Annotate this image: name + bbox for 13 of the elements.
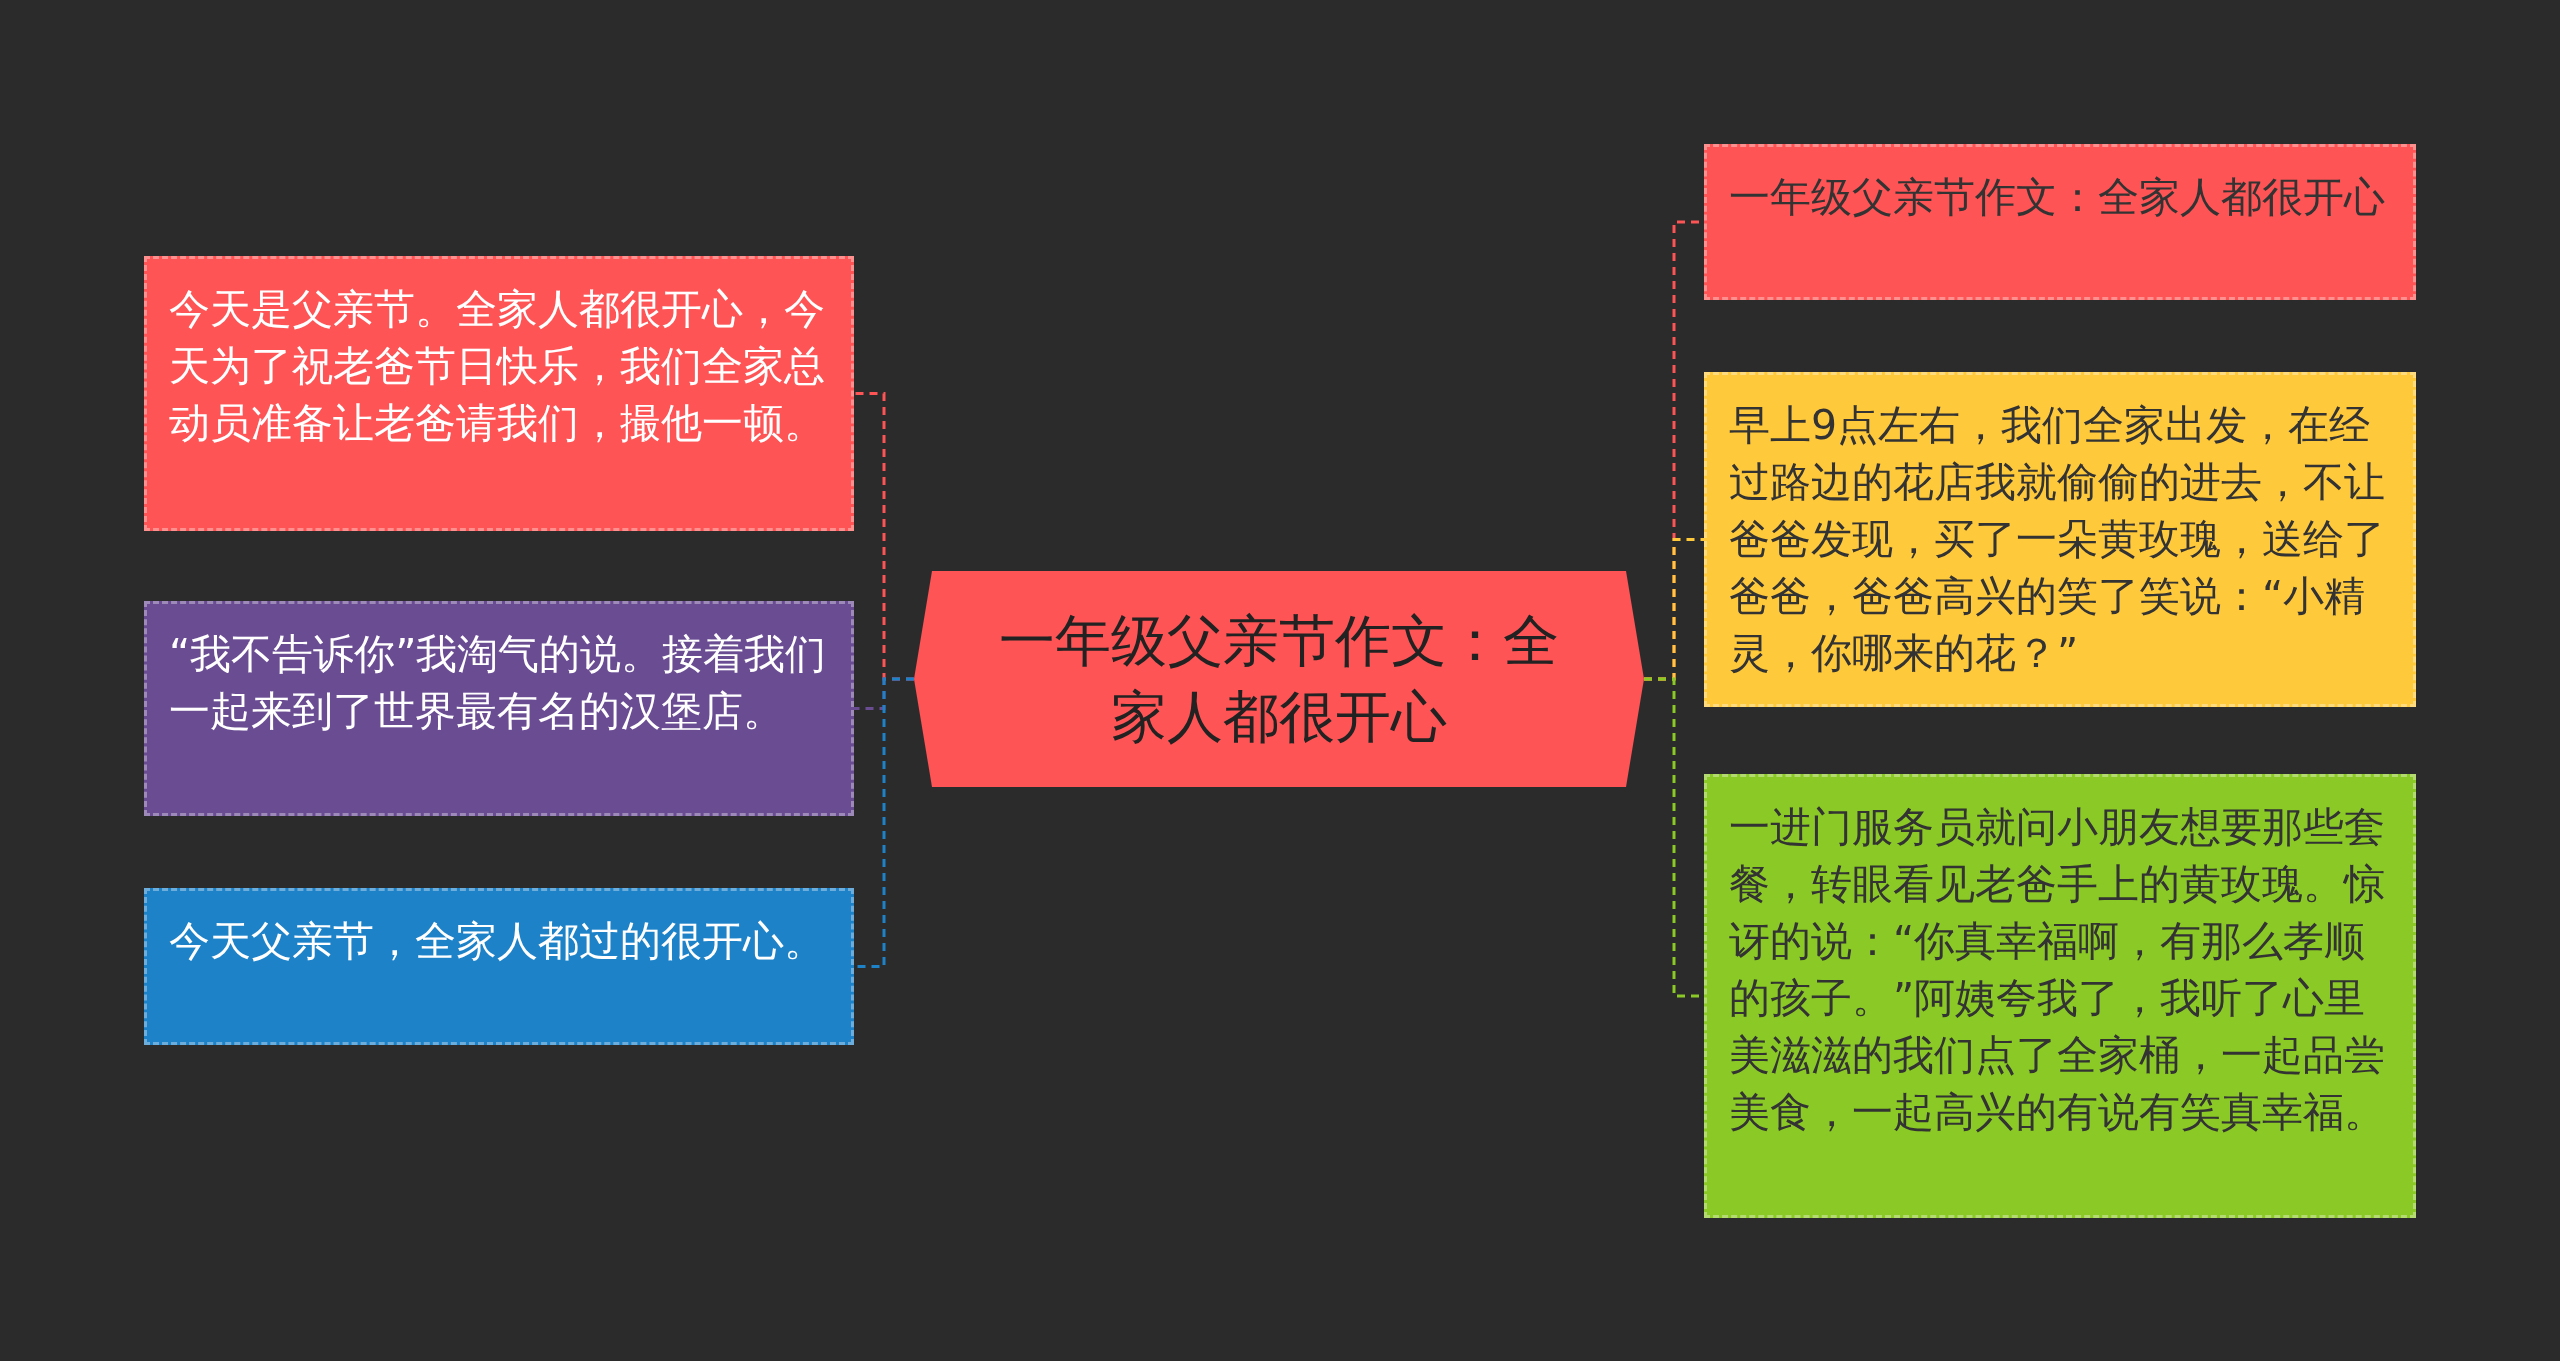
- text-card: [144, 601, 854, 816]
- card-text: 一进门服务员就问小朋友想要那些套餐，转眼看见老爸手上的黄玫瑰。惊讶的说：“你真幸福啊，有那么孝顺的孩子。”阿姨夸我了，我听了心里美滋滋的我们点了全家桶，一起品尝美食，一起高兴的有说有笑真幸福。: [1729, 802, 2386, 1138]
- card-text: 早上9点左右，我们全家出发，在经过路边的花店我就偷偷的进去，不让爸爸发现，买了一朵黄玫瑰，送给了爸爸，爸爸高兴的笑了笑说：“小精灵，你哪来的花？”: [1729, 400, 2386, 679]
- card-text: “我不告诉你”我淘气的说。接着我们一起来到了世界最有名的汉堡店。: [169, 629, 828, 737]
- text-card: [1704, 144, 2416, 300]
- card-text: 一年级父亲节作文：全家人都很开心: [1729, 172, 2386, 223]
- text-card: [144, 256, 854, 531]
- text-card: [144, 888, 854, 1045]
- text-card: [1704, 372, 2416, 707]
- topic-title: 一年级父亲节作文：全家人都很开心: [998, 607, 1560, 751]
- card-text: 今天是父亲节。全家人都很开心，今天为了祝老爸节日快乐，我们全家总动员准备让老爸请我们，撮他一顿。: [169, 284, 826, 449]
- card-text: 今天父亲节，全家人都过的很开心。: [169, 916, 826, 967]
- text-card: [1704, 774, 2416, 1218]
